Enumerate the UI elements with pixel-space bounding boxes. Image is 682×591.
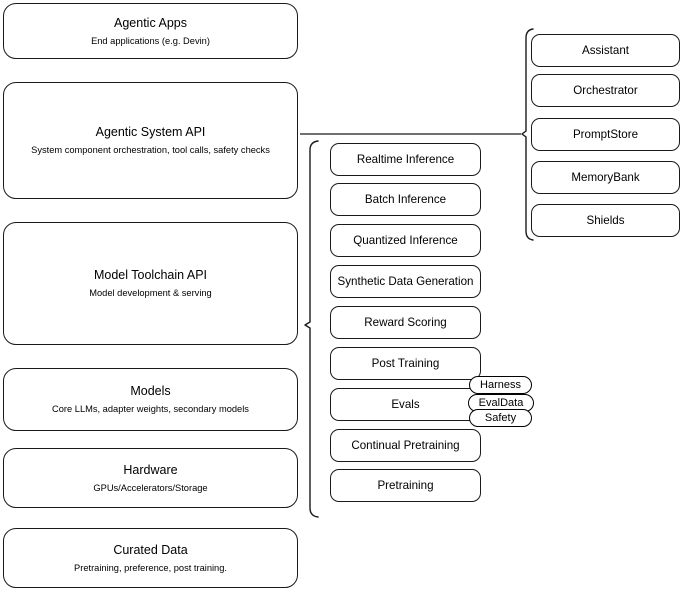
toolchain-item-label: Realtime Inference (356, 153, 455, 166)
toolchain-item-label: Pretraining (377, 479, 434, 492)
toolchain-item-reward-scoring[interactable]: Reward Scoring (330, 306, 481, 339)
toolchain-item-label: Reward Scoring (364, 316, 447, 329)
layer-title: Hardware (123, 462, 178, 477)
layer-box-agentic-system-api[interactable]: Agentic System API System component orch… (3, 82, 298, 199)
layer-subtitle: Pretraining, preference, post training. (74, 562, 227, 573)
layer-subtitle: End applications (e.g. Devin) (91, 35, 210, 46)
eval-tag-safety[interactable]: Safety (469, 409, 532, 427)
system-item-shields[interactable]: Shields (531, 204, 680, 237)
system-item-label: Assistant (581, 44, 630, 57)
toolchain-item-label: Quantized Inference (353, 234, 458, 247)
system-item-label: MemoryBank (571, 171, 640, 184)
layer-title: Agentic Apps (114, 15, 187, 30)
layer-subtitle: Core LLMs, adapter weights, secondary mo… (52, 404, 249, 414)
layer-box-model-toolchain-api[interactable]: Model Toolchain API Model development & … (3, 222, 298, 345)
system-item-promptstore[interactable]: PromptStore (531, 118, 680, 151)
eval-tag-label: Safety (484, 412, 517, 424)
brace-toolchain-components (304, 140, 319, 518)
layer-title: Model Toolchain API (93, 268, 208, 282)
eval-tag-label: Harness (480, 379, 521, 391)
layer-subtitle: Model development & serving (89, 288, 212, 298)
toolchain-item-quantized-inference[interactable]: Quantized Inference (330, 224, 481, 257)
layer-title: Curated Data (113, 542, 188, 557)
system-item-label: Shields (586, 214, 625, 227)
toolchain-item-continual-pretraining[interactable]: Continual Pretraining (330, 429, 481, 462)
toolchain-item-evals[interactable]: Evals (330, 388, 481, 421)
layer-box-agentic-apps[interactable]: Agentic Apps End applications (e.g. Devi… (3, 3, 298, 59)
toolchain-item-realtime-inference[interactable]: Realtime Inference (330, 143, 481, 176)
layer-title: Models (130, 384, 171, 398)
toolchain-item-post-training[interactable]: Post Training (330, 347, 481, 380)
toolchain-item-pretraining[interactable]: Pretraining (330, 469, 481, 502)
toolchain-item-label: Synthetic Data Generation (337, 275, 474, 288)
system-item-memorybank[interactable]: MemoryBank (531, 161, 680, 194)
system-item-label: PromptStore (572, 128, 639, 141)
toolchain-item-label: Batch Inference (364, 193, 447, 206)
layer-subtitle: System component orchestration, tool cal… (31, 145, 270, 155)
toolchain-item-synthetic-data-generation[interactable]: Synthetic Data Generation (330, 265, 481, 298)
layer-box-models[interactable]: Models Core LLMs, adapter weights, secon… (3, 368, 298, 431)
toolchain-item-label: Continual Pretraining (351, 439, 460, 452)
layer-box-curated-data[interactable]: Curated Data Pretraining, preference, po… (3, 528, 298, 588)
layer-box-hardware[interactable]: Hardware GPUs/Accelerators/Storage (3, 448, 298, 508)
system-item-orchestrator[interactable]: Orchestrator (531, 74, 680, 107)
system-item-assistant[interactable]: Assistant (531, 34, 680, 67)
layer-subtitle: GPUs/Accelerators/Storage (93, 482, 208, 493)
eval-tag-harness[interactable]: Harness (469, 376, 532, 394)
layer-title: Agentic System API (95, 125, 206, 139)
system-item-label: Orchestrator (573, 84, 638, 97)
eval-tag-label: EvalData (478, 397, 524, 409)
toolchain-item-label: Post Training (371, 357, 440, 370)
toolchain-item-batch-inference[interactable]: Batch Inference (330, 183, 481, 216)
toolchain-item-label: Evals (391, 398, 420, 411)
